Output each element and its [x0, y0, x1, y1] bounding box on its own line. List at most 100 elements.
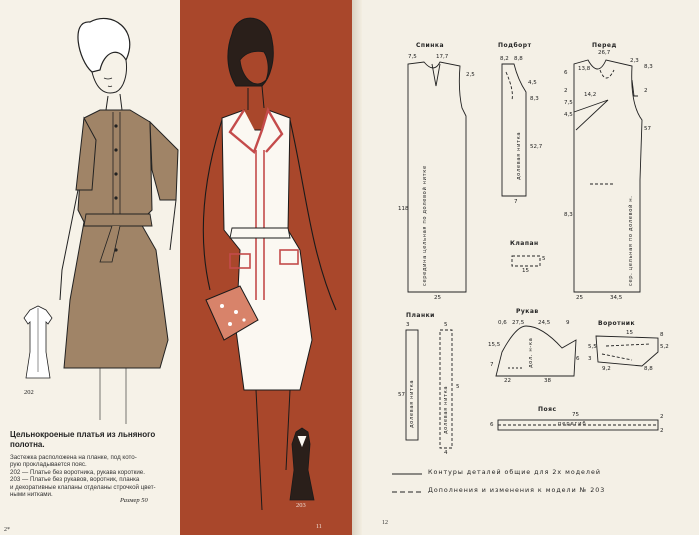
caption-block: Цельнокроеные платья из льняного полотна…: [10, 430, 178, 498]
belt-piece-title: Пояс: [538, 406, 557, 413]
dim-label: 3: [588, 356, 592, 362]
sleeve-grain-line-text: дол. н-ка: [528, 337, 534, 368]
dim-label: 17,7: [436, 54, 449, 60]
dim-label: 3: [406, 322, 410, 328]
dim-label: 2: [660, 414, 664, 420]
caption-line: и декоративные клапаны отделаны строчкой…: [10, 483, 156, 491]
dim-label: 25: [434, 295, 441, 301]
dim-label: 7,5: [408, 54, 417, 60]
collar-piece-outline: [595, 335, 659, 367]
dim-label: 15,5: [488, 342, 501, 348]
legend-dashed-text: Дополнения и изменения к модели № 203: [428, 487, 606, 494]
dim-label: 15: [626, 330, 633, 336]
back-piece-outline: [407, 61, 467, 293]
dim-label: 7: [490, 362, 494, 368]
dim-label: 7: [514, 199, 518, 205]
dim-label: 8,2: [500, 56, 509, 62]
dim-label: 5: [542, 256, 546, 262]
pattern-drawings: [392, 59, 659, 493]
back-piece-title: Спинка: [416, 42, 445, 49]
dim-label: 8,8: [644, 366, 653, 372]
caption-title: Цельнокроеные платья из льняного полотна…: [10, 430, 156, 449]
facing-piece-outline: [501, 63, 527, 197]
dim-label: 118: [398, 206, 409, 212]
flap-piece-outline: [511, 255, 541, 267]
dim-label: 57: [398, 392, 405, 398]
model-202-number: 202: [24, 389, 34, 396]
dim-label: 15: [522, 268, 529, 274]
caption-line: рую прокладывается пояс.: [10, 461, 87, 469]
book-gutter: [352, 0, 362, 535]
plackets-piece-title: Планки: [406, 312, 435, 319]
dim-label: 9,2: [602, 366, 611, 372]
dim-label: 4,5: [528, 80, 537, 86]
sleeve-piece-outline: [495, 325, 577, 377]
dim-label: 2: [660, 428, 664, 434]
right-page: Спинка Подборт Перед Клапан Рукав Воротн…: [362, 0, 699, 535]
page-number-right: 12: [382, 520, 388, 526]
dim-label: 8,3: [564, 212, 573, 218]
model-202-hair: [77, 17, 131, 73]
dim-label: 25: [576, 295, 583, 301]
facing-piece-title: Подборт: [498, 42, 532, 49]
dim-label: 75: [572, 412, 579, 418]
dim-label: 5: [444, 322, 448, 328]
dim-label: 52,7: [530, 144, 543, 150]
dim-label: 8,3: [644, 64, 653, 70]
dim-label: 5,2: [660, 344, 669, 350]
placket-grain-line-text: долевая нитка: [409, 379, 415, 428]
dim-label: 8,8: [514, 56, 523, 62]
caption-line: Застежка расположена на планке, под кото…: [10, 454, 137, 461]
dim-label: 8,3: [530, 96, 539, 102]
dim-label: 0,6: [498, 320, 507, 326]
left-page: 202 203 Цельнокроеные платья из льняного…: [4, 0, 352, 535]
dim-label: 24,5: [538, 320, 551, 326]
caption-body: Застежка расположена на планке, под кото…: [10, 454, 178, 498]
dim-label: 38: [544, 378, 551, 384]
model-202-illustration: [23, 17, 179, 424]
dim-label: 6: [576, 356, 580, 362]
size-label: Размер 50: [120, 497, 148, 504]
clutch-bag: [205, 285, 259, 341]
page-corner-mark: 2*: [4, 527, 10, 533]
dim-label: 4,5: [564, 112, 573, 118]
belt-fold-label: перегиб: [558, 421, 587, 427]
collar-piece-title: Воротник: [598, 320, 636, 327]
sleeve-piece-title: Рукав: [516, 308, 539, 315]
dim-label: 13,8: [578, 66, 591, 72]
caption-line: 202 — Платье без воротника, рукава корот…: [10, 468, 145, 476]
legend-solid-text: Контуры деталей общие для 2х моделей: [428, 469, 601, 476]
placket-piece-outline: [405, 329, 419, 441]
dim-label: 27,5: [512, 320, 525, 326]
model-203-number: 203: [296, 502, 306, 509]
back-grain-line-text: середина цельная по долевой нитке: [422, 165, 428, 286]
dim-label: 4: [444, 450, 448, 456]
front-piece-outline: [573, 59, 643, 293]
dim-label: 2,3: [630, 58, 639, 64]
facing-grain-line-text: долевая нитка: [516, 131, 522, 180]
dim-label: 22: [504, 378, 511, 384]
caption-line: ными нитками.: [10, 491, 53, 499]
dim-label: 6: [564, 70, 568, 76]
dim-label: 9: [566, 320, 570, 326]
front-grain-line-text: сер. цельная по долевой н.: [628, 195, 634, 286]
front-piece-title: Перед: [592, 42, 617, 49]
placket-piece-dashed: [439, 329, 453, 449]
placket-grain-line-text: долевая нитка: [443, 385, 449, 434]
dim-label: 2: [644, 88, 648, 94]
dim-label: 7,5: [564, 100, 573, 106]
dim-label: 2,5: [466, 72, 475, 78]
dim-label: 57: [644, 126, 651, 132]
dim-label: 2: [564, 88, 568, 94]
caption-line: 203 — Платье без рукавов, воротник, план…: [10, 476, 140, 484]
dim-label: 5,5: [588, 344, 597, 350]
dim-label: 26,7: [598, 50, 611, 56]
dim-label: 14,2: [584, 92, 597, 98]
flap-piece-title: Клапан: [510, 240, 539, 247]
model-203-flat-sketch: [289, 427, 315, 501]
dim-label: 6: [490, 422, 494, 428]
model-203-illustration: [202, 17, 337, 511]
page-number-left: 11: [316, 524, 322, 530]
dim-label: 8: [660, 332, 664, 338]
dim-label: 5: [456, 384, 460, 390]
